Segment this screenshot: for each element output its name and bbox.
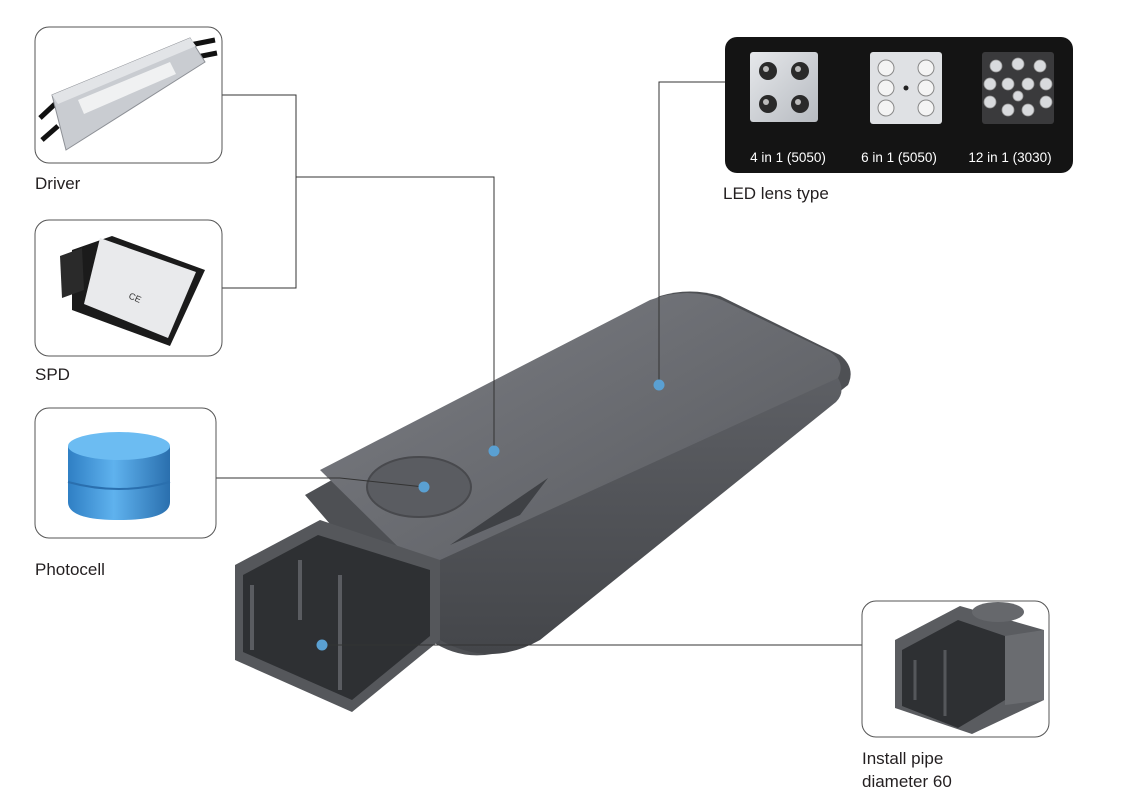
connector-lines <box>216 81 862 646</box>
lens-6-in-1-image <box>870 52 942 124</box>
lens-12-in-1-label: 12 in 1 (3030) <box>968 150 1051 165</box>
driver-callout: Driver <box>34 26 223 193</box>
callout-dot-pipe <box>316 639 328 651</box>
photocell-callout: Photocell <box>34 407 217 579</box>
led-driver-image <box>38 37 218 151</box>
lens-4-in-1-label: 4 in 1 (5050) <box>750 150 826 165</box>
photocell-connector <box>216 477 425 488</box>
callout-dot-lens <box>653 379 665 391</box>
pipe-label-line2: diameter 60 <box>862 772 952 791</box>
photocell-image <box>67 432 171 520</box>
lamp-top-shell <box>320 293 841 590</box>
pipe-mount-image <box>895 602 1044 734</box>
driver-label: Driver <box>35 174 81 193</box>
callout-dot-photocell <box>418 481 430 493</box>
pipe-mount-opening <box>243 535 430 700</box>
pipe-callout: Install pipe diameter 60 <box>861 600 1050 791</box>
driver-spd-connector <box>296 176 495 451</box>
driver-connector <box>222 94 297 289</box>
lens-callout: 4 in 1 (5050) 6 in 1 (5050) 12 in 1 (303… <box>723 37 1073 203</box>
street-light-body <box>235 291 851 712</box>
surge-protector-image: CE <box>60 236 205 346</box>
lamp-side-flank <box>440 378 842 654</box>
callout-dot-driver <box>488 445 500 457</box>
spd-callout: CE SPD <box>34 219 223 384</box>
pipe-label-line1: Install pipe <box>862 749 943 768</box>
lens-6-in-1-label: 6 in 1 (5050) <box>861 150 937 165</box>
lens-type-label: LED lens type <box>723 184 829 203</box>
svg-text:CE: CE <box>127 291 143 305</box>
lamp-groove <box>450 478 548 545</box>
photocell-label: Photocell <box>35 560 105 579</box>
lens-12-in-1-image <box>982 52 1054 124</box>
lens-connector <box>658 81 725 385</box>
spd-label: SPD <box>35 365 70 384</box>
callout-dots <box>316 379 665 651</box>
lens-4-in-1-image <box>750 52 818 122</box>
